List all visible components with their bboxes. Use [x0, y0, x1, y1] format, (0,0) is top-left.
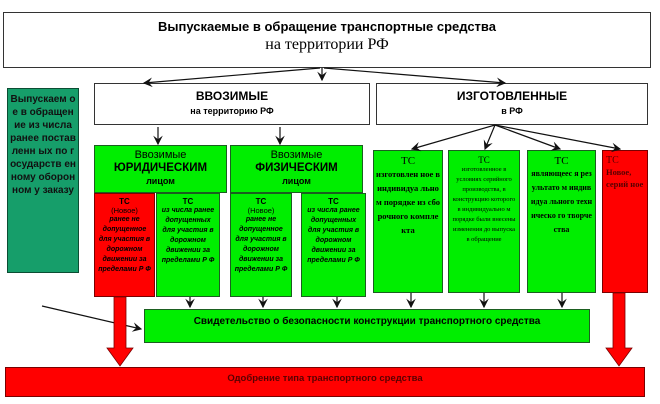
legal-line1: Ввозимые — [134, 149, 187, 161]
legal-line2: ЮРИДИЧЕСКИМ — [113, 162, 208, 174]
manufactured-item-new-serial: ТС Новое, серий ное — [602, 150, 648, 293]
serial-modified-body: изготовленное в условиях серийного произ… — [452, 166, 516, 243]
title-line2: на территории РФ — [265, 36, 389, 53]
manufactured-title: ИЗГОТОВЛЕННЫЕ — [456, 89, 568, 103]
legal-new-sub: (Новое) — [111, 206, 138, 215]
new-serial-body: Новое, серий ное — [606, 167, 644, 189]
physical-line2: ФИЗИЧЕСКИМ — [255, 162, 338, 174]
imported-subtitle: на территорию РФ — [190, 106, 274, 116]
physical-new-body: ранее не допущенное для участия в дорожн… — [234, 216, 288, 273]
arrow-mfg-to-serial-mod — [483, 124, 496, 151]
physical-line1: Ввозимые — [270, 149, 323, 161]
physical-new-sub: (Новое) — [247, 206, 275, 215]
creativity-body: являющеес я результато м индивидуа льног… — [530, 169, 593, 234]
arrow-title-to-imported — [142, 67, 321, 88]
type-approval-text: Одобрение типа транспортного средства — [227, 373, 423, 384]
kit-head: ТС — [400, 155, 416, 167]
legal-used-head: ТС — [182, 197, 194, 206]
legal-new-head: ТС — [119, 197, 130, 206]
defense-order-text: Выпускаем ое в обращение из числа ранее … — [10, 94, 76, 196]
physical-new-head: ТС — [255, 197, 267, 206]
legal-used-body: из числа ранее допущенных для участия в … — [161, 207, 215, 264]
defense-order-box: Выпускаем ое в обращение из числа ранее … — [7, 88, 79, 273]
title-box: Выпускаемые в обращение транспортные сре… — [3, 12, 651, 68]
physical-entity-box: Ввозимые ФИЗИЧЕСКИМ лицом — [230, 145, 363, 193]
manufactured-subtitle: в РФ — [501, 106, 523, 116]
manufactured-item-technical-creativity: ТС являющеес я результато м индивидуа ль… — [527, 150, 596, 293]
legal-new-vehicle-box: ТС (Новое) ранее не допущенное для участ… — [94, 193, 155, 297]
kit-body: изготовлен ное в индивидуа льном порядке… — [376, 169, 440, 235]
physical-used-vehicle-box: ТС из числа ранее допущенных для участия… — [301, 193, 366, 297]
physical-line3: лицом — [282, 176, 311, 186]
arrow-mfg-to-new-serial — [494, 124, 622, 153]
arrow-defense-to-cert — [41, 305, 143, 332]
legal-used-vehicle-box: ТС из числа ранее допущенных для участия… — [156, 193, 220, 297]
imported-box: ВВОЗИМЫЕ на территорию РФ — [94, 83, 370, 125]
manufactured-box: ИЗГОТОВЛЕННЫЕ в РФ — [376, 83, 648, 125]
legal-line3: лицом — [146, 176, 175, 186]
red-arrow-legal-new-to-approval — [106, 296, 134, 367]
manufactured-item-serial-modified: ТС изготовленное в условиях серийного пр… — [448, 150, 520, 293]
physical-used-body: из числа ранее допущенных для участия в … — [307, 207, 360, 264]
physical-used-head: ТС — [328, 197, 339, 206]
physical-new-vehicle-box: ТС (Новое) ранее не допущенное для участ… — [230, 193, 292, 297]
title-line1: Выпускаемые в обращение транспортные сре… — [158, 19, 496, 34]
legal-entity-box: Ввозимые ЮРИДИЧЕСКИМ лицом — [94, 145, 227, 193]
arrow-title-to-manufactured — [323, 67, 507, 88]
safety-certificate-box: Свидетельство о безопасности конструкции… — [144, 309, 590, 343]
creativity-head: ТС — [554, 155, 569, 167]
red-arrow-new-serial-to-approval — [605, 292, 633, 367]
imported-title: ВВОЗИМЫЕ — [195, 89, 269, 103]
type-approval-box: Одобрение типа транспортного средства — [5, 367, 645, 397]
safety-certificate-text: Свидетельство о безопасности конструкции… — [193, 316, 541, 327]
manufactured-item-kit: ТС изготовлен ное в индивидуа льном поря… — [373, 150, 443, 293]
serial-modified-head: ТС — [478, 155, 490, 165]
new-serial-head: ТС — [606, 155, 619, 166]
arrow-mfg-to-creativity — [494, 124, 562, 151]
arrow-mfg-to-kit — [410, 124, 496, 152]
legal-new-body: ранее не допущенное для участия в дорожн… — [98, 216, 151, 273]
